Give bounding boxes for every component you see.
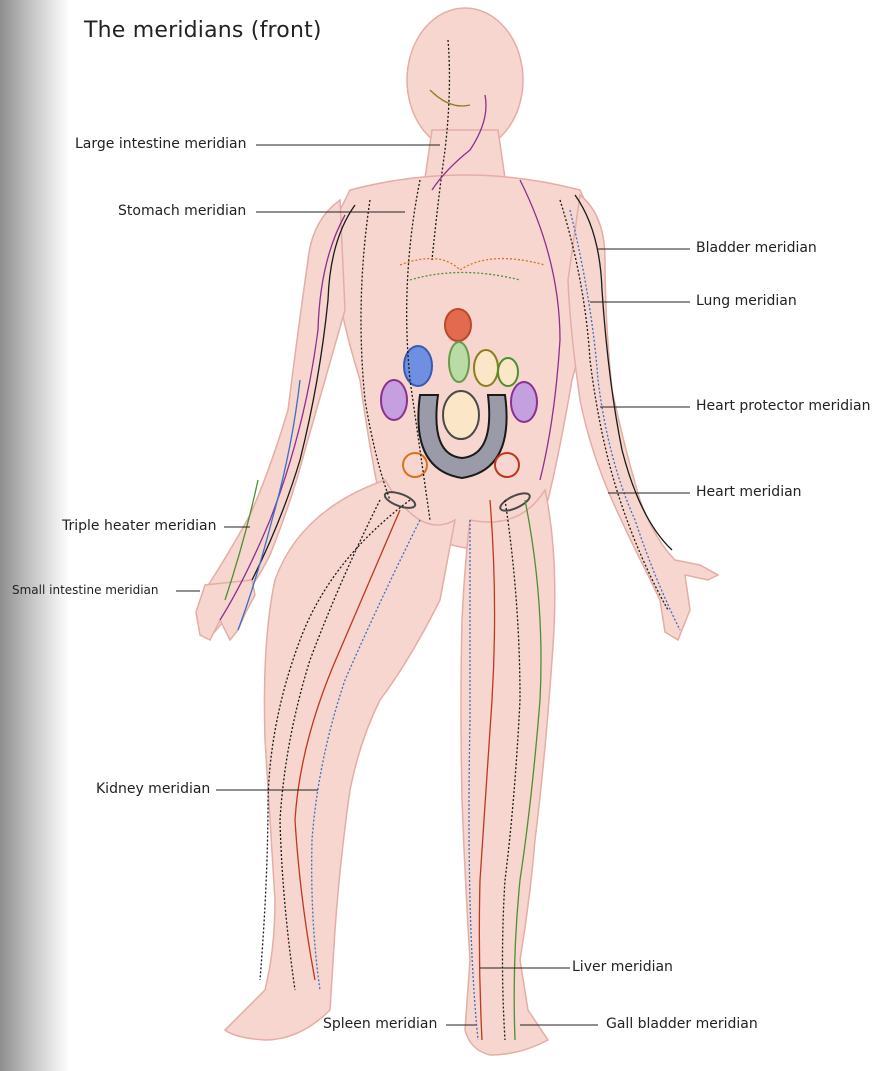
label-liver-meridian: Liver meridian — [572, 959, 673, 975]
organ-spleen — [474, 350, 498, 386]
left-arm — [568, 195, 718, 640]
label-lung-meridian: Lung meridian — [696, 293, 797, 309]
label-stomach-meridian: Stomach meridian — [118, 203, 246, 219]
label-spleen-meridian: Spleen meridian — [323, 1016, 437, 1032]
organ-pancreas — [498, 358, 518, 386]
label-heart-protector-meridian: Heart protector meridian — [696, 398, 871, 414]
label-small-intestine-meridian: Small intestine meridian — [12, 583, 159, 597]
organ-kidney-left — [511, 382, 537, 422]
label-triple-heater-meridian: Triple heater meridian — [62, 518, 216, 534]
label-heart-meridian: Heart meridian — [696, 484, 802, 500]
label-large-intestine-meridian: Large intestine meridian — [75, 136, 246, 152]
organ-kidney-right — [381, 380, 407, 420]
organ-heart — [445, 309, 471, 341]
label-kidney-meridian: Kidney meridian — [96, 781, 210, 797]
organ-stomach — [449, 342, 469, 382]
left-leg — [461, 490, 555, 1055]
label-gall-bladder-meridian: Gall bladder meridian — [606, 1016, 758, 1032]
label-bladder-meridian: Bladder meridian — [696, 240, 817, 256]
organ-small-intestine — [443, 391, 479, 439]
